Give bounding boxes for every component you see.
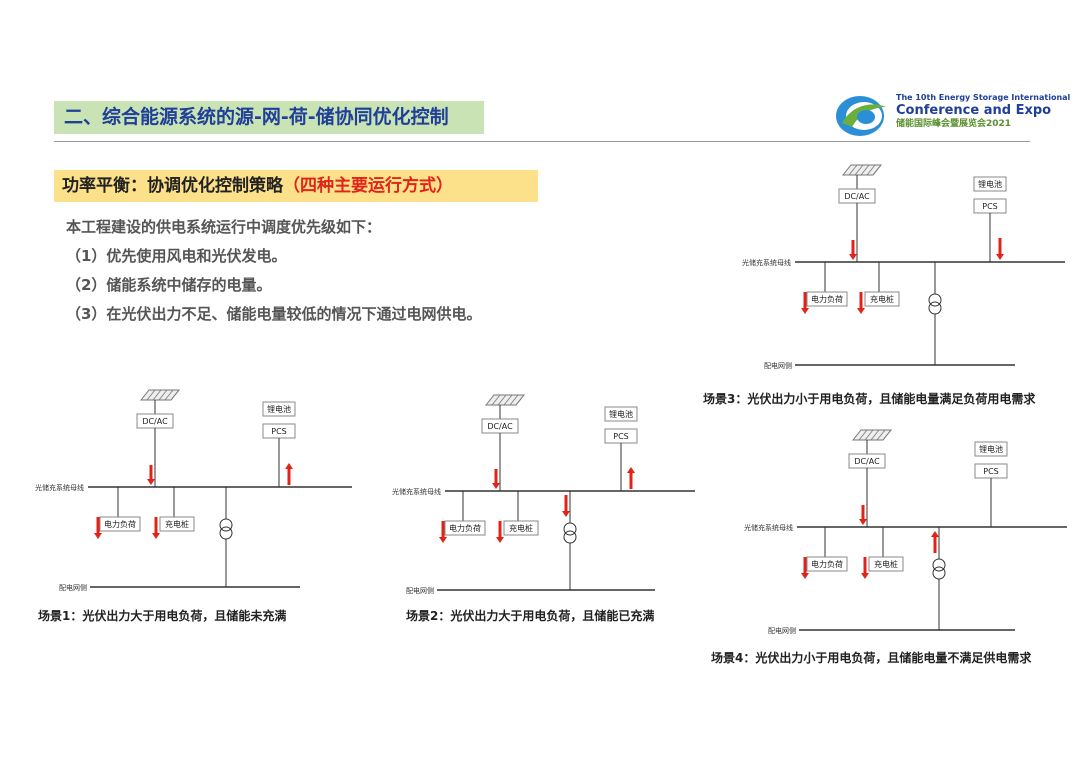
s4-pcs-label: PCS	[983, 467, 999, 476]
s4-load-box	[806, 556, 848, 572]
s2-battery-box	[604, 406, 638, 422]
s2-charger-arrow	[496, 521, 504, 543]
s1-charger-label: 充电桩	[165, 519, 189, 529]
s2-pcs-label: PCS	[613, 432, 629, 441]
s4-transformer-coil-2	[932, 566, 946, 580]
logo-emblem-icon	[836, 96, 886, 136]
scene-1-diagram: DC/AC 锂电池 PCS 光储充系统母线电力负荷 充电桩配电网侧	[0, 380, 360, 605]
strategy-subtitle: 功率平衡：协调优化控制策略（四种主要运行方式）	[54, 170, 538, 202]
s1-bus-label: 光储充系统母线	[35, 483, 84, 492]
s3-load-box	[806, 291, 848, 307]
s2-dcac-label: DC/AC	[487, 422, 513, 431]
scene-3-diagram: DC/AC 锂电池 PCS 光储充系统母线电力负荷 充电桩配电网侧	[715, 155, 1075, 385]
s2-pv-arrow	[492, 469, 500, 489]
s4-load-label: 电力负荷	[811, 559, 843, 569]
s1-pv-panel-icon	[139, 389, 181, 401]
scene-4-caption: 场景4：光伏出力小于用电负荷，且储能电量不满足供电需求	[711, 651, 1032, 665]
scene-4-diagram: DC/AC 锂电池 PCS 光储充系统母线电力负荷 充电桩配电网侧	[715, 420, 1075, 645]
priority-item-3: （3）在光伏出力不足、储能电量较低的情况下通过电网供电。	[66, 305, 482, 323]
s3-charger-box	[864, 291, 900, 307]
s3-battery-label: 锂电池	[978, 179, 1002, 189]
conference-logo: The 10th Energy Storage International Co…	[834, 93, 1070, 139]
scene-2-caption: 场景2：光伏出力大于用电负荷，且储能已充满	[406, 609, 655, 623]
s3-battery-box	[973, 176, 1007, 192]
s3-pcs-label: PCS	[982, 202, 998, 211]
s4-bus-label: 光储充系统母线	[744, 523, 793, 532]
logo-line1: The 10th Energy Storage International	[896, 93, 1071, 102]
s2-charger-label: 充电桩	[509, 523, 533, 533]
s1-pcs-label: PCS	[271, 427, 287, 436]
s2-load-label: 电力负荷	[449, 523, 481, 533]
scene-2-diagram: DC/AC 锂电池 PCS 光储充系统母线电力负荷 充电桩配电网侧	[355, 385, 705, 610]
s4-dcac-label: DC/AC	[854, 457, 880, 466]
s4-pv-arrow	[859, 505, 867, 525]
s2-load-box	[444, 520, 486, 536]
s1-grid-label: 配电网侧	[59, 583, 87, 592]
s1-battery-label: 锂电池	[267, 404, 291, 414]
s4-transformer-coil-1	[932, 558, 946, 572]
priority-text: 本工程建设的供电系统运行中调度优先级如下： （1）优先使用风电和光伏发电。 （2…	[66, 213, 481, 329]
s3-load-arrow	[801, 292, 809, 314]
s1-battery-box	[262, 401, 296, 417]
header-divider	[54, 141, 1030, 142]
s1-load-label: 电力负荷	[104, 519, 136, 529]
logo-line2: Conference and Expo	[896, 103, 1052, 118]
s3-bus-label: 光储充系统母线	[742, 258, 791, 267]
s4-pv-panel-icon	[851, 429, 893, 441]
s1-transformer-coil-1	[219, 518, 233, 532]
s4-charger-arrow	[861, 557, 869, 579]
s2-transformer-coil-1	[563, 522, 577, 536]
s2-grid-label: 配电网侧	[406, 586, 434, 595]
s2-bus-label: 光储充系统母线	[392, 487, 441, 496]
subtitle-accent: （四种主要运行方式）	[283, 176, 453, 196]
subtitle-main: 功率平衡：协调优化控制策略	[62, 176, 283, 196]
s1-dcac-label: DC/AC	[142, 417, 168, 426]
section-title: 二、综合能源系统的源-网-荷-储协同优化控制	[54, 101, 484, 134]
s4-grid-arrow	[931, 531, 939, 553]
s4-charger-box	[868, 556, 904, 572]
s1-charger-box	[159, 516, 195, 532]
s2-charger-box	[503, 520, 539, 536]
s3-pcs-arrow	[996, 238, 1004, 260]
s4-charger-label: 充电桩	[874, 559, 898, 569]
s1-pcs-arrow	[285, 463, 293, 485]
s1-charger-arrow	[152, 517, 160, 539]
priority-intro: 本工程建设的供电系统运行中调度优先级如下：	[66, 218, 382, 236]
s1-load-box	[99, 516, 141, 532]
s1-transformer-coil-2	[219, 526, 233, 540]
priority-item-1: （1）优先使用风电和光伏发电。	[66, 247, 287, 265]
s4-grid-label: 配电网侧	[768, 626, 796, 635]
s2-pv-panel-icon	[484, 394, 526, 406]
s2-grid-arrow	[562, 495, 570, 517]
scene-3-caption: 场景3：光伏出力小于用电负荷，且储能电量满足负荷用电需求	[703, 392, 1036, 406]
s3-load-label: 电力负荷	[811, 294, 843, 304]
s3-pv-panel-icon	[841, 164, 883, 176]
priority-item-2: （2）储能系统中储存的电量。	[66, 276, 272, 294]
s2-pcs-arrow	[627, 467, 635, 489]
s3-charger-label: 充电桩	[870, 294, 894, 304]
s3-pv-arrow	[849, 240, 857, 260]
scene-1-caption: 场景1：光伏出力大于用电负荷，且储能未充满	[38, 609, 287, 623]
s2-transformer-coil-2	[563, 530, 577, 544]
s1-load-arrow	[94, 517, 102, 539]
s3-charger-arrow	[857, 292, 865, 314]
logo-line3: 储能国际峰会暨展览会2021	[896, 119, 1012, 129]
s3-transformer-coil-1	[928, 293, 942, 307]
s4-battery-box	[974, 441, 1008, 457]
s1-pv-arrow	[147, 465, 155, 485]
s4-battery-label: 锂电池	[979, 444, 1003, 454]
s2-battery-label: 锂电池	[609, 409, 633, 419]
s3-dcac-label: DC/AC	[844, 192, 870, 201]
s3-grid-label: 配电网侧	[764, 361, 792, 370]
s2-load-arrow	[439, 521, 447, 543]
s4-load-arrow	[801, 557, 809, 579]
s3-transformer-coil-2	[928, 301, 942, 315]
